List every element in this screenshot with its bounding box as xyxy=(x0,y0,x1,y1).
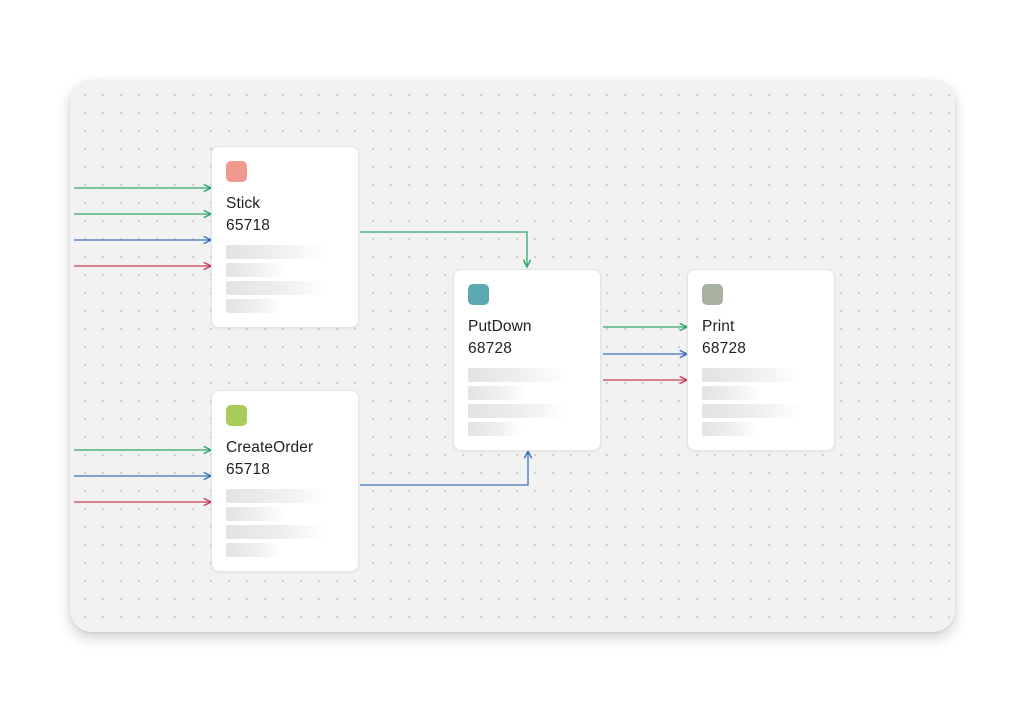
placeholder-row xyxy=(702,422,802,436)
node-placeholder-rows xyxy=(226,245,326,317)
node-print[interactable]: Print 68728 xyxy=(687,269,835,451)
placeholder-row xyxy=(226,245,326,259)
node-value: 65718 xyxy=(226,461,271,478)
node-stick[interactable]: Stick 65718 xyxy=(211,146,359,328)
node-putdown[interactable]: PutDown 68728 xyxy=(453,269,601,451)
placeholder-row xyxy=(226,263,326,277)
placeholder-row xyxy=(702,386,802,400)
node-value: 68728 xyxy=(468,340,513,357)
placeholder-row xyxy=(226,489,326,503)
node-placeholder-rows xyxy=(702,368,802,440)
node-value: 68728 xyxy=(702,340,747,357)
node-title: CreateOrder xyxy=(226,439,314,456)
placeholder-row xyxy=(702,368,802,382)
node-createorder[interactable]: CreateOrder 65718 xyxy=(211,390,359,572)
node-placeholder-rows xyxy=(226,489,326,561)
node-placeholder-rows xyxy=(468,368,568,440)
wire-createorder-to-putdown xyxy=(360,451,528,486)
placeholder-row xyxy=(226,543,326,557)
node-color-swatch xyxy=(702,284,723,305)
placeholder-row xyxy=(226,507,326,521)
connection-layer xyxy=(74,80,955,632)
node-title: PutDown xyxy=(468,318,532,335)
node-title: Stick xyxy=(226,195,261,212)
placeholder-row xyxy=(226,525,326,539)
node-color-swatch xyxy=(468,284,489,305)
placeholder-row xyxy=(468,404,568,418)
node-color-swatch xyxy=(226,161,247,182)
wire-stick-to-putdown xyxy=(360,231,527,267)
placeholder-row xyxy=(468,422,568,436)
placeholder-row xyxy=(226,299,326,313)
placeholder-row xyxy=(468,368,568,382)
node-color-swatch xyxy=(226,405,247,426)
placeholder-row xyxy=(226,281,326,295)
node-value: 65718 xyxy=(226,217,271,234)
placeholder-row xyxy=(468,386,568,400)
placeholder-row xyxy=(702,404,802,418)
diagram-canvas[interactable]: Stick 65718 CreateOrder 65718 PutDown 68… xyxy=(70,80,955,632)
node-title: Print xyxy=(702,318,735,335)
